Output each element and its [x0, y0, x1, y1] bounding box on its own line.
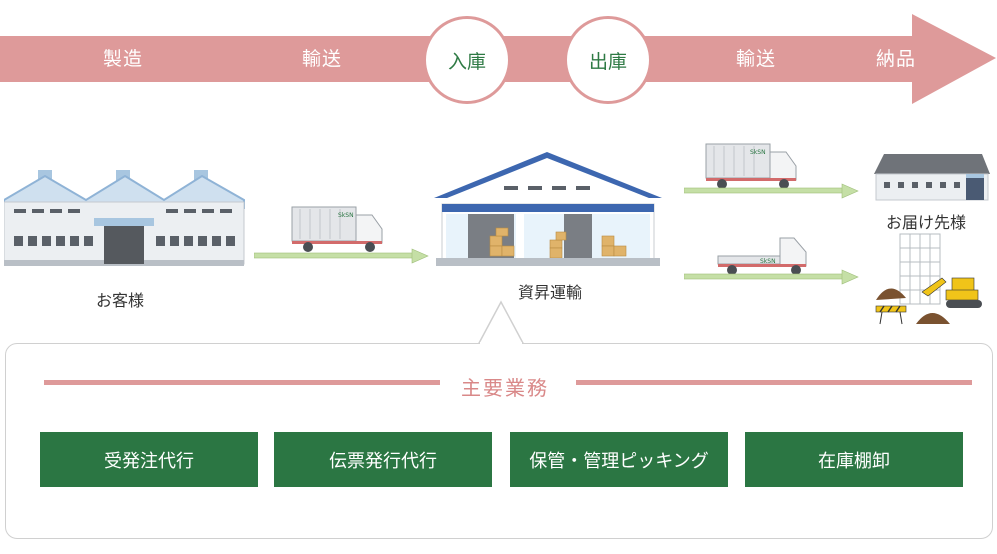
services-title-line-left	[44, 380, 440, 385]
customer-label: お客様	[95, 291, 145, 310]
service-inventory: 在庫棚卸	[745, 432, 963, 487]
services-title-text: 主要業務	[459, 376, 551, 400]
arrow-to-warehouse	[254, 248, 429, 264]
truck-flatbed-icon: SkSN	[717, 237, 807, 275]
flow-step-transport-in: 輸送	[301, 48, 343, 70]
truck-inbound-icon: SkSN	[291, 206, 383, 252]
destination-building-icon	[874, 154, 990, 201]
flow-step-manufacturing: 製造	[102, 48, 144, 70]
services-title: 主要業務	[0, 372, 997, 401]
arrow-to-destination-bottom	[684, 269, 859, 285]
arrow-to-destination-top	[684, 183, 859, 199]
flow-step-warehousing-circle: 入庫	[423, 16, 511, 104]
flow-step-delivery: 納品	[875, 48, 917, 70]
services-title-line-right	[576, 380, 972, 385]
service-order-agency: 受発注代行	[40, 432, 258, 487]
warehouse-icon	[434, 152, 662, 266]
truck-outbound-top-icon: SkSN	[705, 143, 797, 189]
flow-step-shipping: 出庫	[588, 50, 627, 73]
truck-logo: SkSN	[760, 258, 776, 265]
truck-logo: SkSN	[750, 149, 766, 156]
service-slip-issuing: 伝票発行代行	[274, 432, 492, 487]
flow-step-transport-out: 輸送	[735, 48, 777, 70]
company-label: 資昇運輸	[517, 283, 583, 302]
destination-label: お届け先様	[885, 213, 967, 232]
construction-site-icon	[875, 233, 982, 325]
panel-pointer-mask	[480, 342, 522, 348]
flow-step-warehousing: 入庫	[447, 50, 486, 73]
truck-logo: SkSN	[338, 212, 354, 219]
flow-step-shipping-circle: 出庫	[564, 16, 652, 104]
service-storage-picking: 保管・管理ピッキング	[510, 432, 728, 487]
factory-icon	[4, 170, 245, 266]
